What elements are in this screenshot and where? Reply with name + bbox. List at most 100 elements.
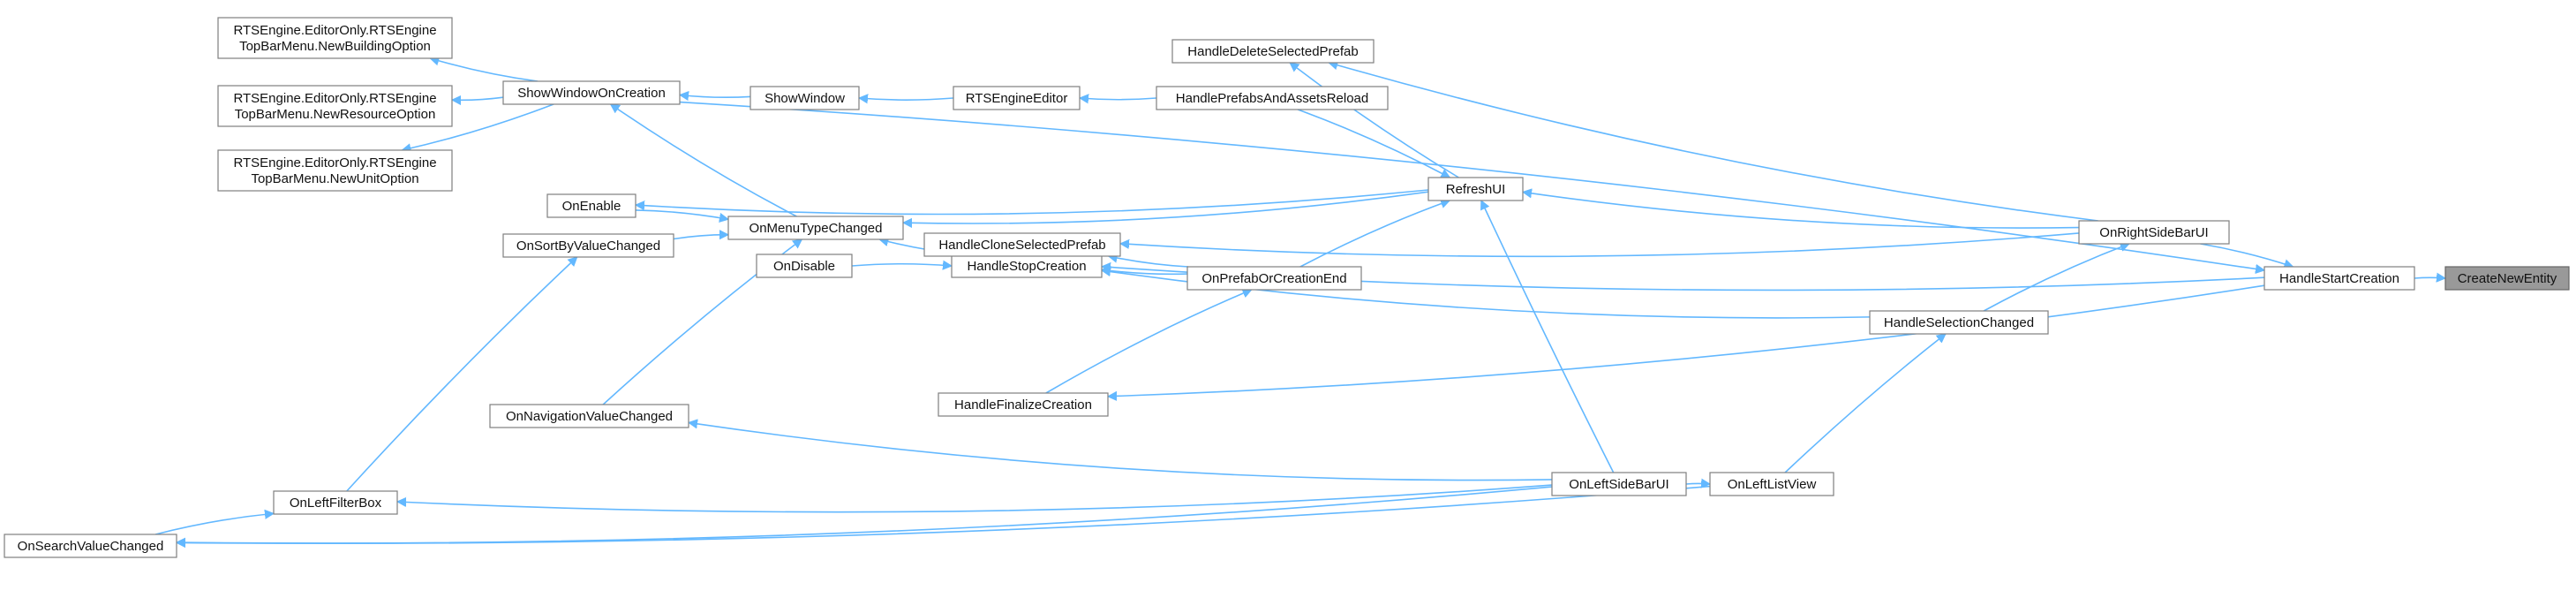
node-on-search-value-changed[interactable]: OnSearchValueChanged — [4, 534, 177, 558]
node-on-menu-type-changed[interactable]: OnMenuTypeChanged — [727, 216, 904, 240]
node-box — [217, 17, 453, 59]
node-box — [546, 193, 636, 218]
node-box — [502, 233, 674, 258]
edge-handle-selection-changed-to-on-right-side-bar-ui — [1983, 244, 2129, 312]
node-handle-stop-creation[interactable]: HandleStopCreation — [951, 254, 1103, 278]
node-on-prefab-or-creation-end[interactable]: OnPrefabOrCreationEnd — [1186, 266, 1362, 291]
edge-handle-start-creation-to-create-new-entity — [2414, 277, 2445, 278]
edge-on-search-value-changed-to-on-left-filter-box — [154, 513, 274, 535]
node-box — [1156, 86, 1389, 110]
node-box — [1427, 177, 1524, 201]
node-show-window[interactable]: ShowWindow — [749, 86, 860, 110]
node-label: RefreshUI — [1446, 182, 1506, 197]
node-box — [749, 86, 860, 110]
node-handle-selection-changed[interactable]: HandleSelectionChanged — [1869, 310, 2049, 335]
node-label: RTSEngineEditor — [966, 91, 1068, 106]
node-handle-prefabs-and-assets-reload[interactable]: HandlePrefabsAndAssetsReload — [1156, 86, 1389, 110]
edge-refresh-ui-to-on-enable — [636, 189, 1429, 216]
node-on-right-side-bar-ui[interactable]: OnRightSideBarUI — [2078, 220, 2230, 245]
node-on-left-list-view[interactable]: OnLeftListView — [1709, 472, 1834, 496]
node-handle-clone-selected-prefab[interactable]: HandleCloneSelectedPrefab — [923, 232, 1121, 257]
node-label: OnSortByValueChanged — [516, 238, 660, 254]
edge-on-sort-by-value-changed-to-on-menu-type-changed — [673, 235, 728, 239]
edge-handle-start-creation-to-handle-finalize-creation — [1108, 284, 2265, 397]
node-on-left-filter-box[interactable]: OnLeftFilterBox — [273, 490, 398, 515]
edge-on-left-filter-box-to-on-sort-by-value-changed — [346, 257, 577, 492]
node-box — [953, 86, 1081, 110]
node-label: OnPrefabOrCreationEnd — [1201, 271, 1346, 286]
node-label: OnLeftListView — [1728, 477, 1817, 492]
edge-on-left-list-view-to-handle-selection-changed — [1784, 334, 1946, 473]
node-label: CreateNewEntity — [2458, 271, 2557, 286]
node-box — [2078, 220, 2230, 245]
node-label: HandlePrefabsAndAssetsReload — [1176, 91, 1368, 106]
node-handle-start-creation[interactable]: HandleStartCreation — [2263, 266, 2415, 291]
edge-show-window-on-creation-to-new-building-option — [430, 58, 539, 82]
node-new-unit-option[interactable]: RTSEngine.EditorOnly.RTSEngineTopBarMenu… — [217, 149, 453, 192]
edge-on-right-side-bar-ui-to-handle-delete-selected-prefab — [1329, 63, 2098, 222]
node-label: TopBarMenu.NewUnitOption — [251, 171, 418, 186]
edge-show-window-on-creation-to-handle-start-creation — [679, 101, 2264, 270]
node-on-sort-by-value-changed[interactable]: OnSortByValueChanged — [502, 233, 674, 258]
edge-on-right-side-bar-ui-to-handle-clone-selected-prefab — [1120, 232, 2080, 258]
node-box — [1709, 472, 1834, 496]
node-refresh-ui[interactable]: RefreshUI — [1427, 177, 1524, 201]
node-box — [1186, 266, 1362, 291]
node-label: HandleDeleteSelectedPrefab — [1187, 44, 1358, 59]
node-label: OnLeftFilterBox — [290, 496, 382, 511]
node-box — [2444, 266, 2570, 291]
node-box — [923, 232, 1121, 257]
node-box — [502, 80, 681, 105]
node-on-left-side-bar-ui[interactable]: OnLeftSideBarUI — [1551, 472, 1687, 496]
node-label: RTSEngine.EditorOnly.RTSEngine — [233, 155, 436, 170]
edge-on-left-list-view-to-on-search-value-changed — [177, 485, 1711, 544]
node-label: OnDisable — [773, 259, 835, 274]
node-label: OnSearchValueChanged — [18, 539, 164, 554]
node-box — [4, 534, 177, 558]
node-label: HandleStartCreation — [2279, 271, 2399, 286]
node-handle-finalize-creation[interactable]: HandleFinalizeCreation — [938, 392, 1109, 417]
node-show-window-on-creation[interactable]: ShowWindowOnCreation — [502, 80, 681, 105]
node-box — [489, 404, 689, 428]
node-create-new-entity[interactable]: CreateNewEntity — [2444, 266, 2570, 291]
edge-refresh-ui-to-handle-delete-selected-prefab — [1290, 63, 1459, 178]
node-label: HandleStopCreation — [967, 259, 1086, 274]
node-on-navigation-value-changed[interactable]: OnNavigationValueChanged — [489, 404, 689, 428]
edge-handle-finalize-creation-to-on-prefab-or-creation-end — [1045, 290, 1252, 394]
node-box — [217, 149, 453, 192]
node-label: TopBarMenu.NewResourceOption — [235, 107, 436, 122]
edge-on-left-side-bar-ui-to-on-left-filter-box — [397, 484, 1553, 513]
node-label: RTSEngine.EditorOnly.RTSEngine — [233, 23, 436, 38]
node-label: HandleFinalizeCreation — [954, 397, 1092, 413]
edge-on-disable-to-handle-stop-creation — [851, 264, 952, 266]
node-label: ShowWindowOnCreation — [517, 86, 666, 101]
node-box — [1171, 39, 1375, 64]
node-box — [1551, 472, 1687, 496]
node-on-enable[interactable]: OnEnable — [546, 193, 636, 218]
edge-on-prefab-or-creation-end-to-handle-clone-selected-prefab — [1109, 256, 1188, 268]
node-label: TopBarMenu.NewBuildingOption — [239, 39, 431, 54]
node-rts-engine-editor[interactable]: RTSEngineEditor — [953, 86, 1081, 110]
edge-show-window-on-creation-to-new-resource-option — [452, 97, 504, 100]
node-box — [2263, 266, 2415, 291]
nodes-layer: CreateNewEntity HandleStartCreation ShowWi… — [4, 17, 2570, 558]
node-handle-delete-selected-prefab[interactable]: HandleDeleteSelectedPrefab — [1171, 39, 1375, 64]
edge-on-prefab-or-creation-end-to-refresh-ui — [1299, 201, 1450, 268]
edges-layer — [154, 58, 2445, 544]
node-box — [727, 216, 904, 240]
node-label: HandleCloneSelectedPrefab — [938, 238, 1105, 253]
node-new-building-option[interactable]: RTSEngine.EditorOnly.RTSEngineTopBarMenu… — [217, 17, 453, 59]
node-new-resource-option[interactable]: RTSEngine.EditorOnly.RTSEngineTopBarMenu… — [217, 85, 453, 127]
edge-on-left-side-bar-ui-to-on-search-value-changed — [177, 486, 1553, 543]
edge-rts-engine-editor-to-show-window — [859, 98, 954, 100]
node-on-disable[interactable]: OnDisable — [756, 254, 853, 278]
node-label: OnNavigationValueChanged — [506, 409, 673, 424]
edge-handle-prefabs-and-assets-reload-to-refresh-ui — [1297, 109, 1450, 178]
edge-on-prefab-or-creation-end-to-handle-stop-creation — [1102, 269, 1188, 274]
edge-on-right-side-bar-ui-to-handle-start-creation — [2200, 243, 2294, 267]
edge-show-window-to-show-window-on-creation — [680, 95, 751, 97]
edge-on-left-side-bar-ui-to-on-navigation-value-changed — [689, 422, 1553, 481]
node-box — [951, 254, 1103, 278]
edge-refresh-ui-to-on-menu-type-changed — [903, 191, 1429, 223]
node-label: ShowWindow — [765, 91, 845, 106]
